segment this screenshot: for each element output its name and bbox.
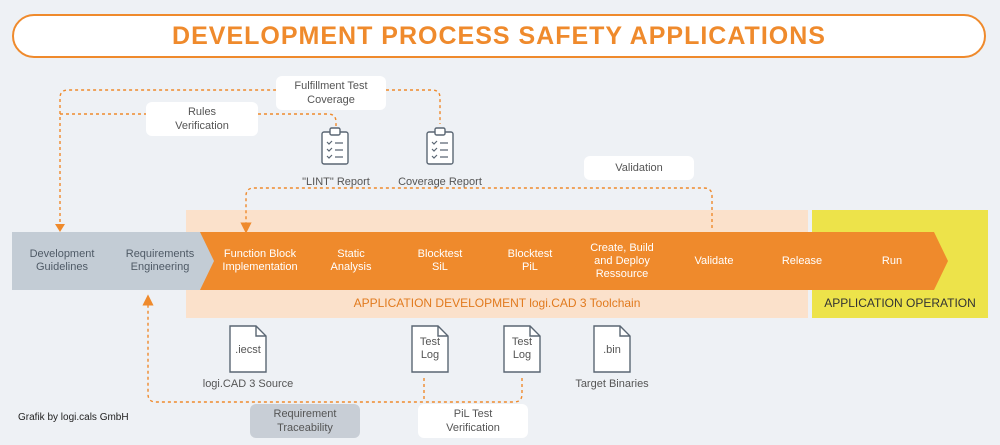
step-label-blocktest-pil: Blocktest PiL	[507, 248, 553, 273]
document-icon	[411, 325, 449, 373]
step-shape	[296, 232, 402, 290]
document-text-test-log: Test Log	[419, 336, 441, 361]
step-label-development-guidelines: Development Guidelines	[29, 248, 95, 273]
document-caption-binaries: Target Binaries	[575, 378, 649, 390]
step-label-blocktest-sil: Blocktest SiL	[417, 248, 463, 273]
traceability-connector	[142, 294, 523, 403]
step-label-requirements-engineering: Requirements Engineering	[125, 248, 195, 273]
step-label-function-block: Function Block Implementation	[222, 248, 298, 273]
document-caption-source: logi.CAD 3 Source	[202, 378, 294, 390]
requirement-traceability-label: Requirement Traceability	[250, 404, 360, 438]
document-icon	[593, 325, 631, 373]
lint-report-caption: "LINT" Report	[302, 176, 370, 188]
step-label-validate: Validate	[694, 254, 734, 267]
rules-label: Rules Verification	[146, 102, 258, 136]
document-text-iecst: .iecst	[235, 344, 261, 356]
clipboard-icon	[426, 127, 454, 165]
document-text-test-log: Test Log	[511, 336, 533, 361]
step-label-create-build-deploy: Create, Build and Deploy Ressource	[590, 241, 654, 280]
document-icon	[229, 325, 267, 373]
step-shape	[658, 232, 766, 290]
clipboard-icon	[321, 127, 349, 165]
fulfillment-arrow	[55, 224, 65, 232]
step-shape	[200, 232, 314, 290]
lint-connector	[258, 113, 337, 126]
step-shape	[564, 232, 676, 290]
operation-band-label: APPLICATION OPERATION	[824, 296, 976, 310]
step-shape	[834, 232, 948, 290]
step-label-release: Release	[781, 254, 823, 267]
page-title: DEVELOPMENT PROCESS SAFETY APPLICATIONS	[172, 21, 826, 50]
development-band-label: APPLICATION DEVELOPMENT logi.CAD 3 Toolc…	[353, 296, 641, 310]
fulfillment-label: Fulfillment Test Coverage	[276, 76, 386, 110]
validation-label: Validation	[584, 156, 694, 180]
process-chevrons	[12, 232, 948, 290]
credit-text: Grafik by logi.cals GmbH	[18, 412, 129, 423]
step-label-static-analysis: Static Analysis	[330, 248, 372, 273]
pil-verification-label: PiL Test Verification	[418, 404, 528, 438]
coverage-connector	[386, 89, 441, 124]
coverage-report-caption: Coverage Report	[398, 176, 482, 188]
document-icon	[503, 325, 541, 373]
step-shape	[748, 232, 852, 290]
document-text-bin: .bin	[603, 344, 621, 356]
title-banner: DEVELOPMENT PROCESS SAFETY APPLICATIONS	[12, 14, 986, 58]
validation-connector	[240, 187, 713, 234]
step-shape	[474, 232, 582, 290]
step-shape	[104, 232, 216, 290]
step-shape	[384, 232, 492, 290]
step-label-run: Run	[881, 254, 903, 267]
step-shape	[12, 232, 122, 290]
